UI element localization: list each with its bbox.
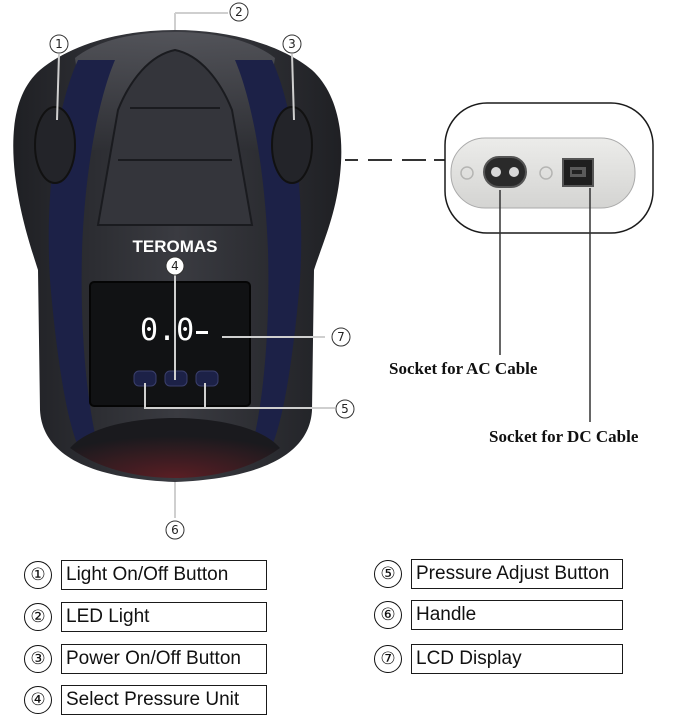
legend-label: Select Pressure Unit — [61, 685, 267, 715]
legend-number: ③ — [24, 645, 52, 673]
svg-text:1: 1 — [55, 37, 63, 51]
lcd-unit-dash — [196, 331, 208, 334]
device-body — [13, 30, 342, 482]
marker-4: 4 — [165, 256, 185, 276]
socket-panel — [444, 102, 654, 234]
ac-socket[interactable] — [483, 156, 527, 188]
marker-6: 6 — [165, 520, 185, 540]
svg-text:3: 3 — [288, 37, 296, 51]
legend-number: ④ — [24, 686, 52, 714]
legend-label: Handle — [411, 600, 623, 630]
leader-lines — [56, 12, 335, 518]
marker-1: 1 — [49, 34, 69, 54]
svg-text:6: 6 — [171, 523, 179, 537]
brand-label: TEROMAS — [133, 237, 218, 256]
legend-item-lcd-display: ⑦ LCD Display — [374, 643, 623, 675]
svg-text:2: 2 — [235, 5, 243, 19]
marker-3: 3 — [282, 34, 302, 54]
legend-number: ⑥ — [374, 601, 402, 629]
lcd-right-button[interactable] — [195, 370, 219, 387]
legend-item-select-unit: ④ Select Pressure Unit — [24, 684, 267, 716]
svg-text:5: 5 — [341, 402, 349, 416]
legend-label: LCD Display — [411, 644, 623, 674]
legend-item-led-light: ② LED Light — [24, 601, 267, 633]
legend-item-light-button: ① Light On/Off Button — [24, 559, 267, 591]
marker-2: 2 — [229, 2, 249, 22]
marker-7: 7 — [331, 327, 351, 347]
legend-number: ⑤ — [374, 560, 402, 588]
legend-item-power-button: ③ Power On/Off Button — [24, 643, 267, 675]
legend-label: Power On/Off Button — [61, 644, 267, 674]
legend-item-pressure-adjust: ⑤ Pressure Adjust Button — [374, 558, 623, 590]
legend-number: ② — [24, 603, 52, 631]
svg-text:4: 4 — [171, 259, 179, 273]
lcd-reading: 0.0 — [140, 313, 194, 348]
legend-label: Pressure Adjust Button — [411, 559, 623, 589]
svg-text:7: 7 — [337, 330, 345, 344]
marker-5: 5 — [335, 399, 355, 419]
legend-label: Light On/Off Button — [61, 560, 267, 590]
legend-label: LED Light — [61, 602, 267, 632]
dc-socket-label: Socket for DC Cable — [489, 427, 639, 446]
dc-socket[interactable] — [562, 158, 594, 187]
ac-socket-label: Socket for AC Cable — [389, 359, 538, 378]
product-diagram: TEROMAS 0.0 1 2 3 4 5 6 — [13, 2, 654, 540]
legend-number: ⑦ — [374, 645, 402, 673]
legend-number: ① — [24, 561, 52, 589]
legend-item-handle: ⑥ Handle — [374, 599, 623, 631]
